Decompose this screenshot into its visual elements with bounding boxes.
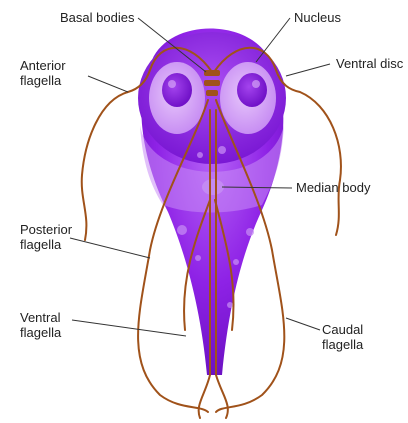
label-basal-bodies: Basal bodies: [60, 10, 134, 25]
nucleus-right: [220, 62, 276, 134]
leader-anterior-flagella: [88, 76, 128, 92]
leader-ventral-disc: [286, 64, 330, 76]
leader-caudal-flagella: [286, 318, 320, 330]
label-posterior-flagella: Posterior flagella: [20, 222, 72, 252]
label-median-body: Median body: [296, 180, 370, 195]
label-anterior-flagella: Anterior flagella: [20, 58, 66, 88]
leader-ventral-flagella: [72, 320, 186, 336]
basal-bodies: [204, 70, 220, 96]
label-caudal-flagella: Caudal flagella: [322, 322, 363, 352]
label-ventral-disc: Ventral disc: [336, 56, 403, 71]
median-body: [202, 179, 224, 195]
label-ventral-flagella: Ventral flagella: [20, 310, 61, 340]
label-nucleus: Nucleus: [294, 10, 341, 25]
nucleus-left: [149, 62, 205, 134]
leader-posterior-flagella: [70, 238, 150, 258]
leader-nucleus: [256, 18, 290, 62]
